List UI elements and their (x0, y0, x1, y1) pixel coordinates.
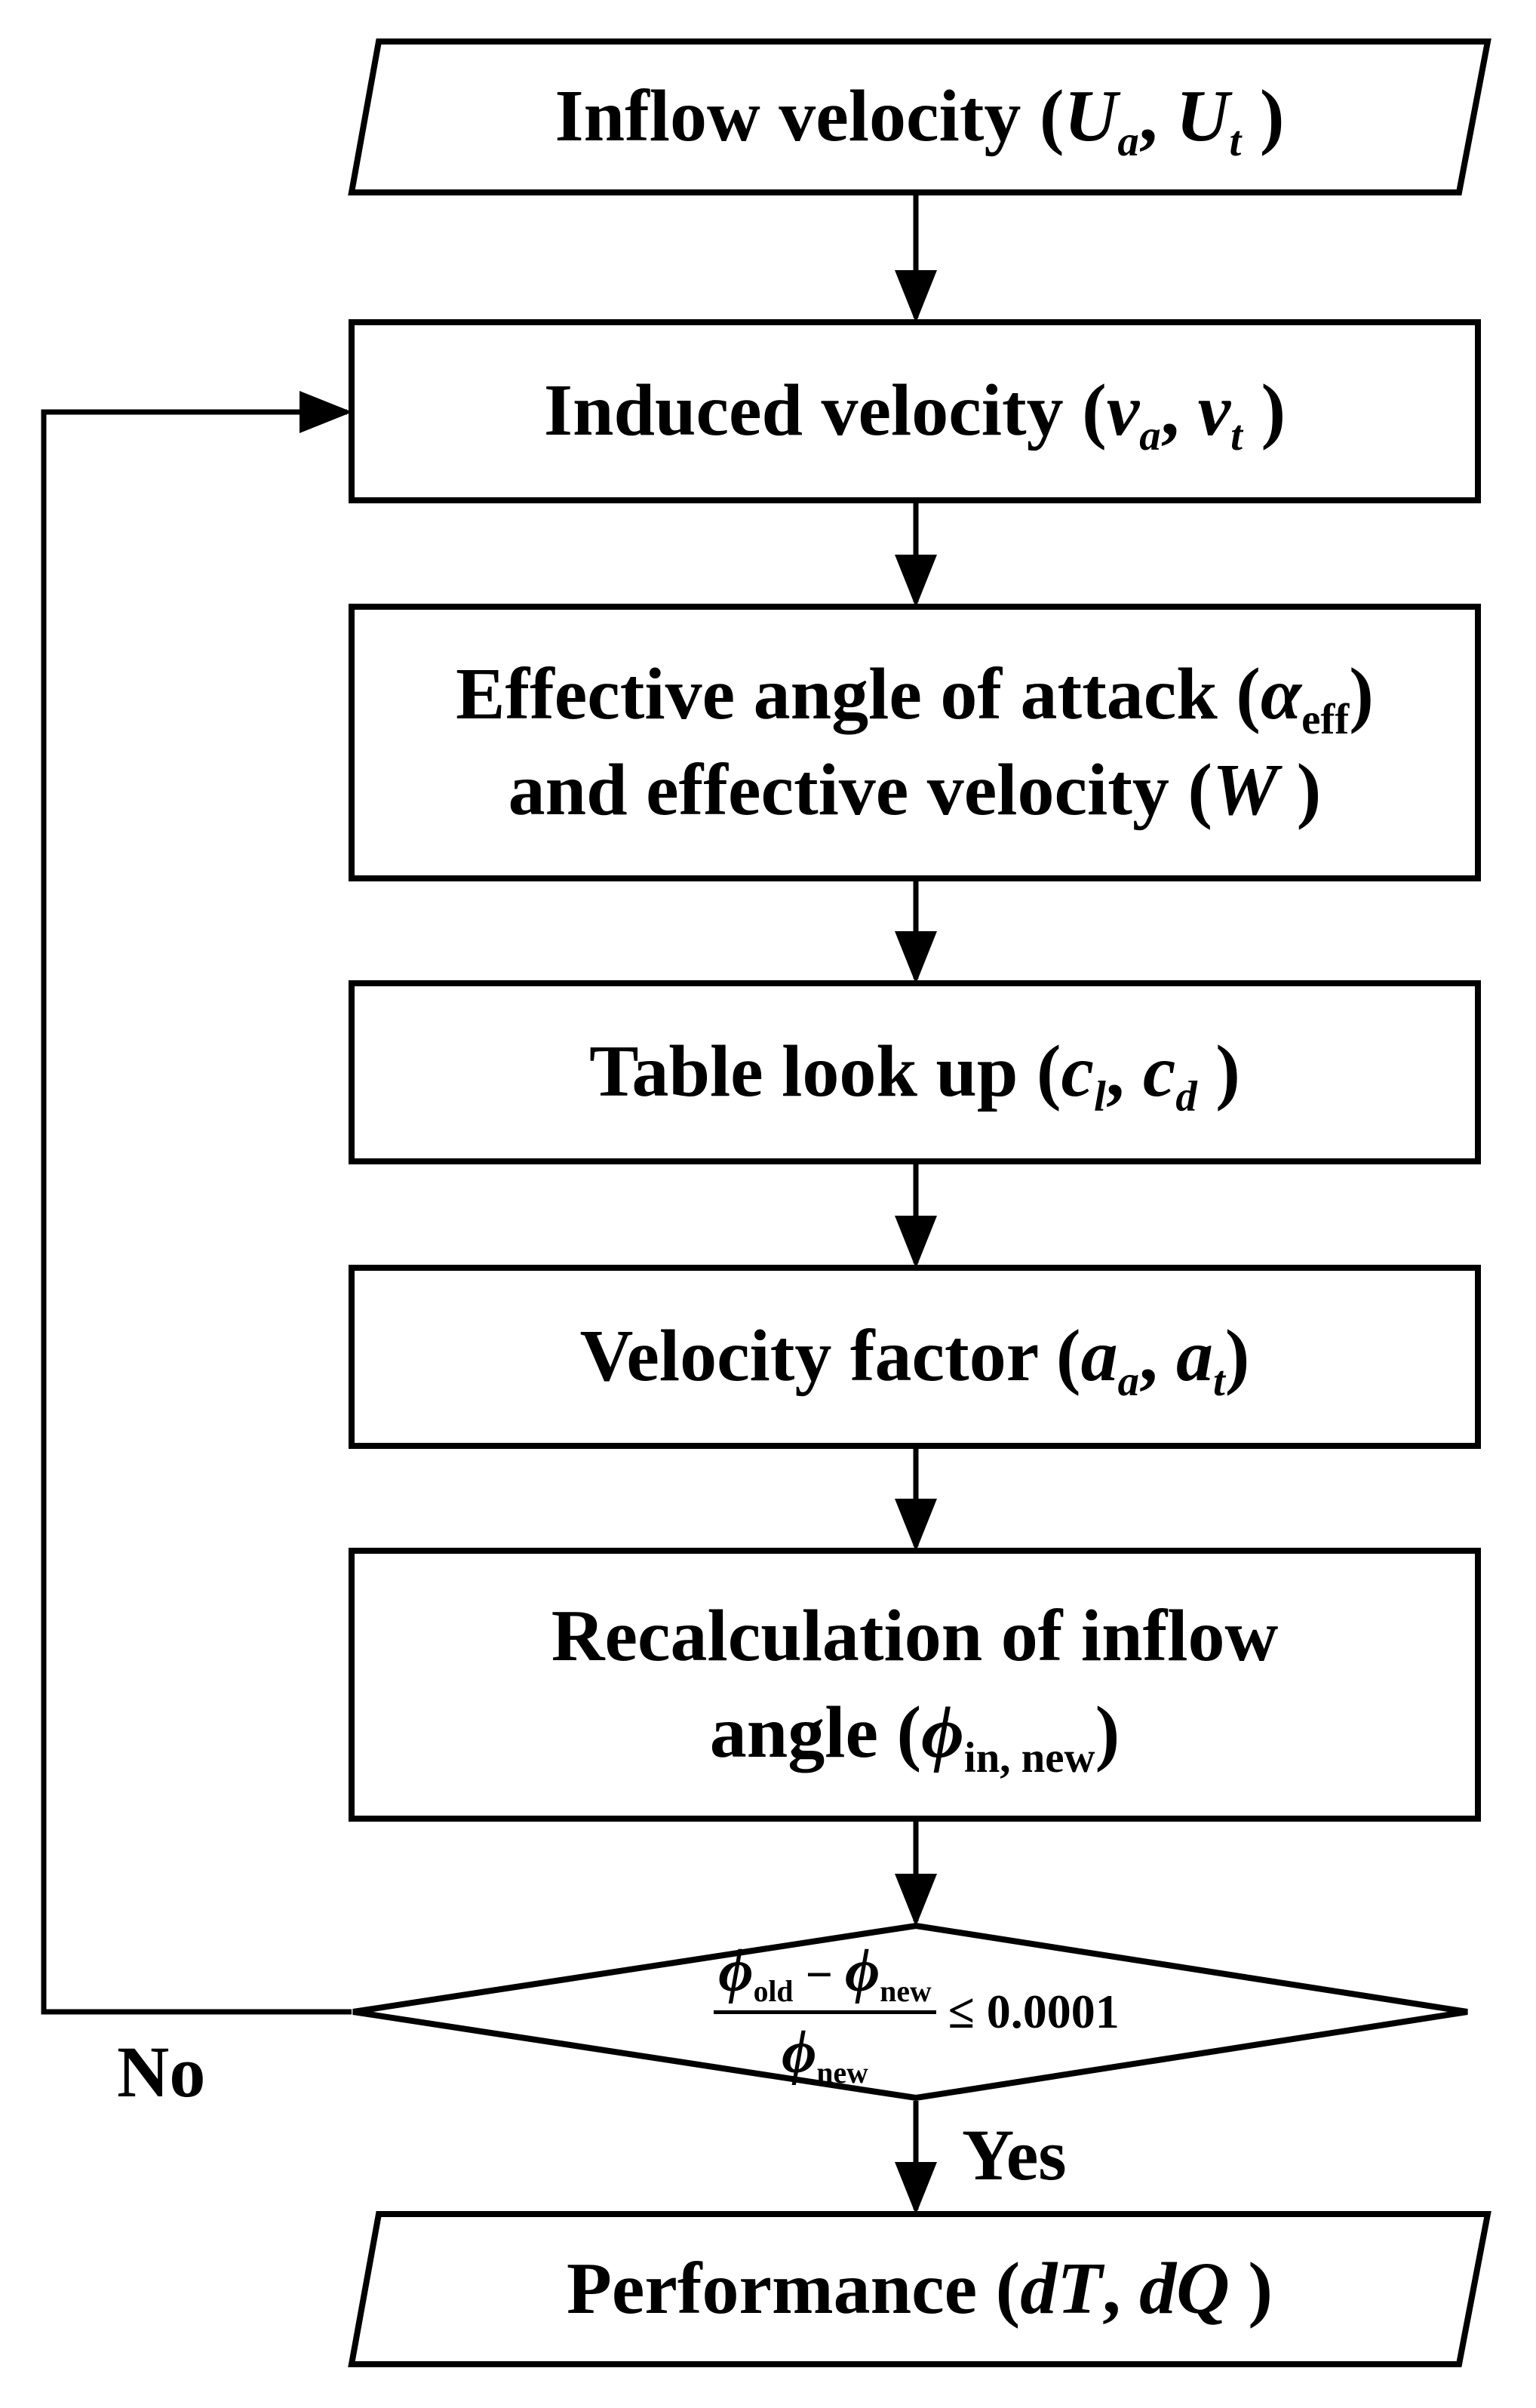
performance-parallelogram (348, 2211, 1491, 2367)
inflow-label: Inflow velocity (Ua, Ut ) (554, 75, 1285, 166)
performance-label: Performance (dT, dQ ) (566, 2247, 1273, 2330)
convergence-fraction: ϕold − ϕnew ϕnew (714, 1937, 936, 2087)
convergence-threshold: ≤ 0.0001 (948, 1985, 1120, 2038)
yes-label: Yes (962, 2114, 1067, 2195)
table-label: Table look up (cl, cd ) (589, 1031, 1240, 1121)
inflow-parallelogram (348, 38, 1491, 195)
decision-label: ϕold − ϕnew ϕnew ≤ 0.0001 (528, 1929, 1305, 2095)
effective-label: Effective angle of attack (αeff) and eff… (456, 653, 1374, 831)
induced-label: Induced velocity (va, vt ) (543, 370, 1286, 460)
recalc-label: Recalculation of inflow angle (ϕin, new) (551, 1595, 1279, 1782)
decision-diamond (352, 1922, 1468, 2102)
arrow-no-loop (41, 391, 352, 2015)
velfactor-label: Velocity factor (aa, at) (579, 1315, 1250, 1406)
no-label: No (117, 2031, 206, 2112)
